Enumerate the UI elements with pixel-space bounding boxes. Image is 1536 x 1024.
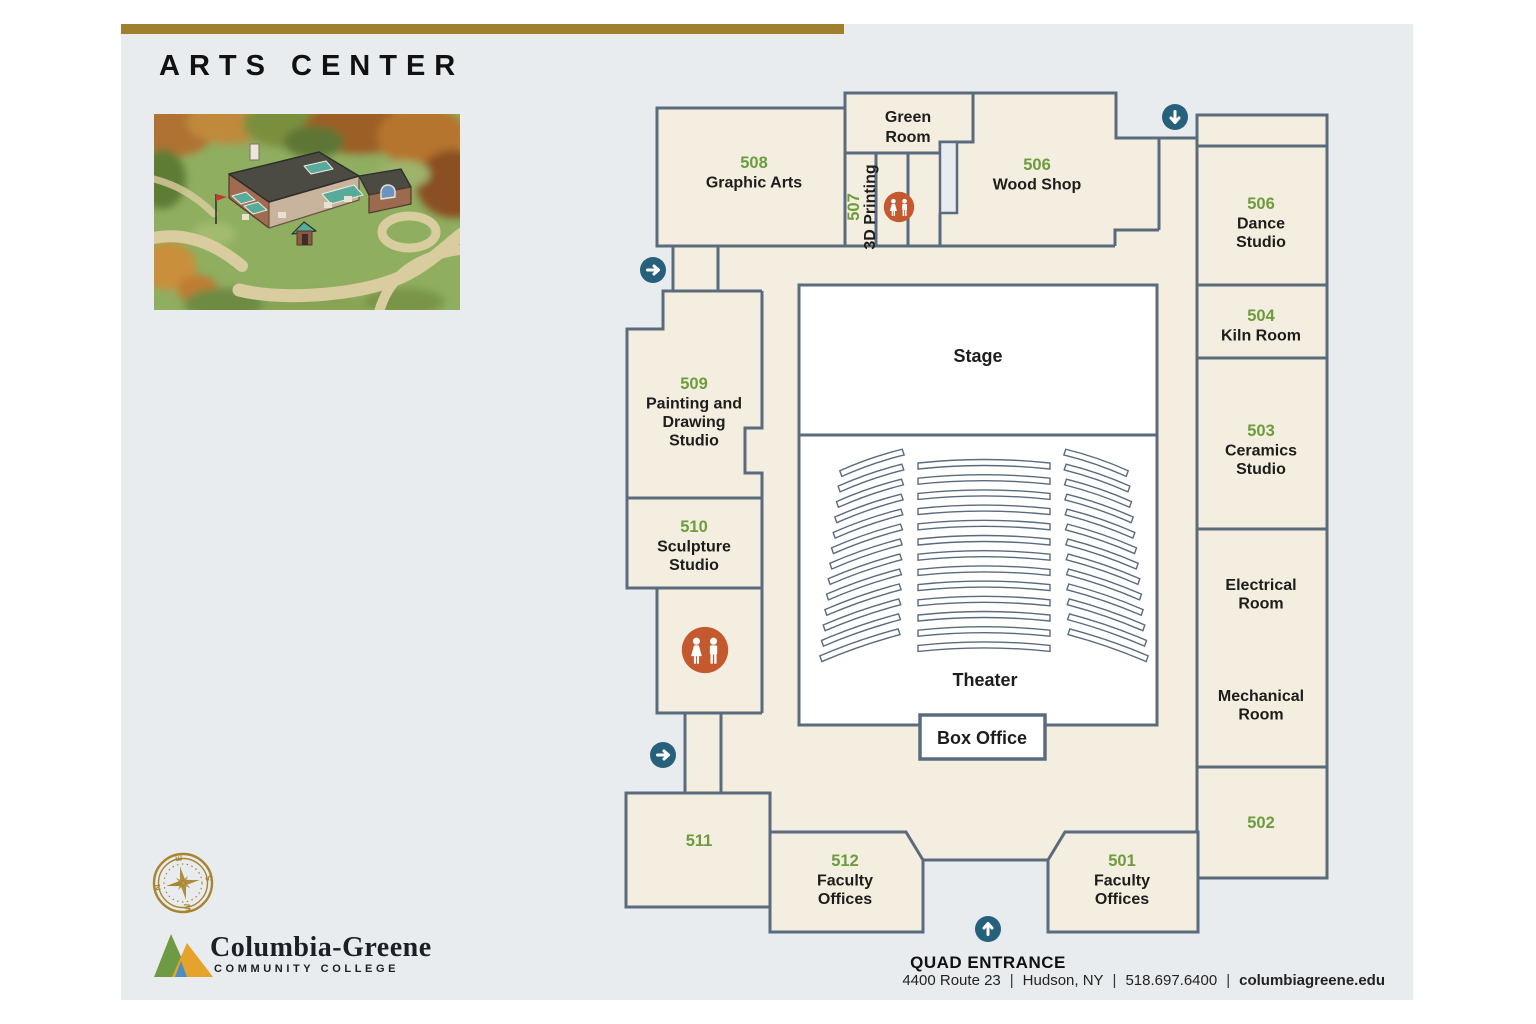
room-label-room-511: 511 [686, 832, 713, 850]
college-logo-icon [154, 934, 213, 977]
theater-seating [818, 448, 1150, 663]
svg-text:W: W [182, 902, 193, 913]
footer-contact-info: 4400 Route 23 | Hudson, NY | 518.697.6400 | co… [902, 972, 1385, 989]
label-quad-entrance: QUAD ENTRANCE [910, 953, 1066, 972]
restroom-icon-lower [681, 626, 729, 674]
footer-separator: | [1009, 972, 1014, 989]
room-501-shape [1046, 830, 1200, 934]
label-stage: Stage [953, 346, 1002, 366]
room-512-shape [768, 830, 925, 934]
footer-item: Hudson, NY [1022, 972, 1104, 989]
paths [154, 175, 460, 310]
page-title: ARTS CENTER [159, 50, 465, 82]
room-label-3d-printing: 5073D Printing [845, 164, 879, 249]
room-511-shape [624, 791, 772, 909]
compass-rose-icon: N S W E [152, 852, 214, 914]
svg-text:N: N [152, 884, 163, 892]
footer-separator: | [1112, 972, 1117, 989]
logo-college-name: Columbia-Greene [210, 932, 432, 963]
foliage [154, 114, 460, 310]
box-office-shape [918, 713, 1047, 761]
arrow-up-icon [975, 916, 1001, 942]
logo-college-subtitle: COMMUNITY COLLEGE [214, 963, 400, 975]
restroom-icons [681, 191, 915, 674]
campus-illustration [154, 114, 460, 310]
gold-accent-bar [121, 24, 844, 34]
footer-item: 518.697.6400 [1125, 972, 1218, 989]
svg-text:E: E [173, 854, 184, 862]
arrow-down-icon [1162, 104, 1188, 130]
label-box-office: Box Office [937, 728, 1027, 748]
arrow-right-icon-upper [640, 257, 666, 283]
exterior-notch [938, 140, 959, 215]
footer-item: 4400 Route 23 [902, 972, 1001, 989]
svg-text:S: S [203, 875, 214, 883]
restroom-icon-upper [883, 191, 915, 223]
label-theater: Theater [952, 670, 1017, 690]
arrow-right-icon-lower [650, 742, 676, 768]
interior-walls [627, 93, 1327, 878]
room-label-room-502: 502 [1247, 814, 1275, 832]
footer-separator: | [1226, 972, 1231, 989]
footer-item: columbiagreene.edu [1239, 972, 1385, 989]
arts-center-building [215, 143, 412, 246]
direction-arrows [640, 104, 1188, 942]
